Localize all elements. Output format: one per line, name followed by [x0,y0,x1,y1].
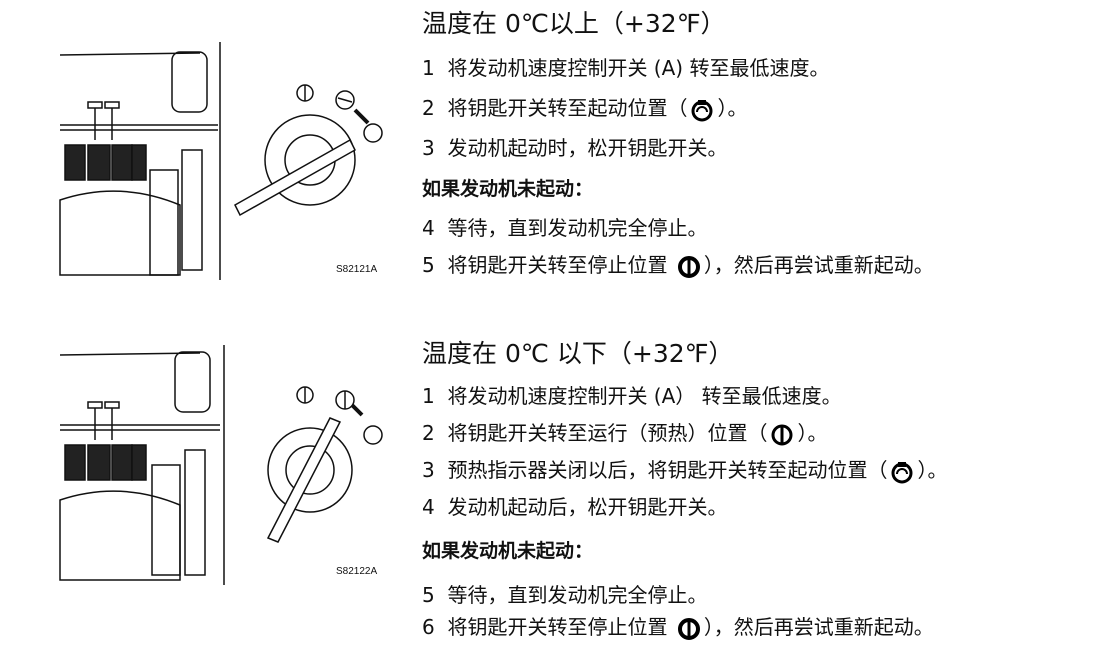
if-not-started-heading: 如果发动机未起动： [422,540,594,562]
step-3: 3 预热指示器关闭以后，将钥匙开关转至起动位置（）。 [422,454,947,485]
step-4: 4 发动机起动后，松开钥匙开关。 [422,495,728,519]
step-5: 5 将钥匙开关转至停止位置 ），然后再尝试重新起动。 [422,249,934,280]
step-5: 5 等待，直到发动机完全停止。 [422,583,708,607]
figure-label: S82122A [336,566,378,577]
step-2: 2 将钥匙开关转至运行（预热）位置（）。 [422,417,827,448]
ignition-figure-1 [59,42,383,280]
start-position-icon [891,461,913,483]
step-6: 6 将钥匙开关转至停止位置 ），然后再尝试重新起动。 [422,611,934,642]
stop-position-icon [677,255,700,278]
section-title: 温度在 0℃ 以下（+32℉） [422,339,734,368]
step-2: 2 将钥匙开关转至起动位置（）。 [422,92,747,123]
figure-label: S82121A [336,264,378,275]
step-3: 3 发动机起动时，松开钥匙开关。 [422,136,728,160]
run-position-icon [771,424,793,445]
ignition-figure-2 [59,345,383,585]
stop-position-icon [677,617,700,640]
step-1: 1 将发动机速度控制开关 (A） 转至最低速度。 [422,384,842,408]
if-not-started-heading: 如果发动机未起动： [422,178,594,200]
start-position-icon [691,99,713,121]
step-1: 1 将发动机速度控制开关 (A) 转至最低速度。 [422,56,830,80]
step-4: 4 等待，直到发动机完全停止。 [422,216,708,240]
section-title: 温度在 0℃以上（+32℉） [422,9,726,38]
